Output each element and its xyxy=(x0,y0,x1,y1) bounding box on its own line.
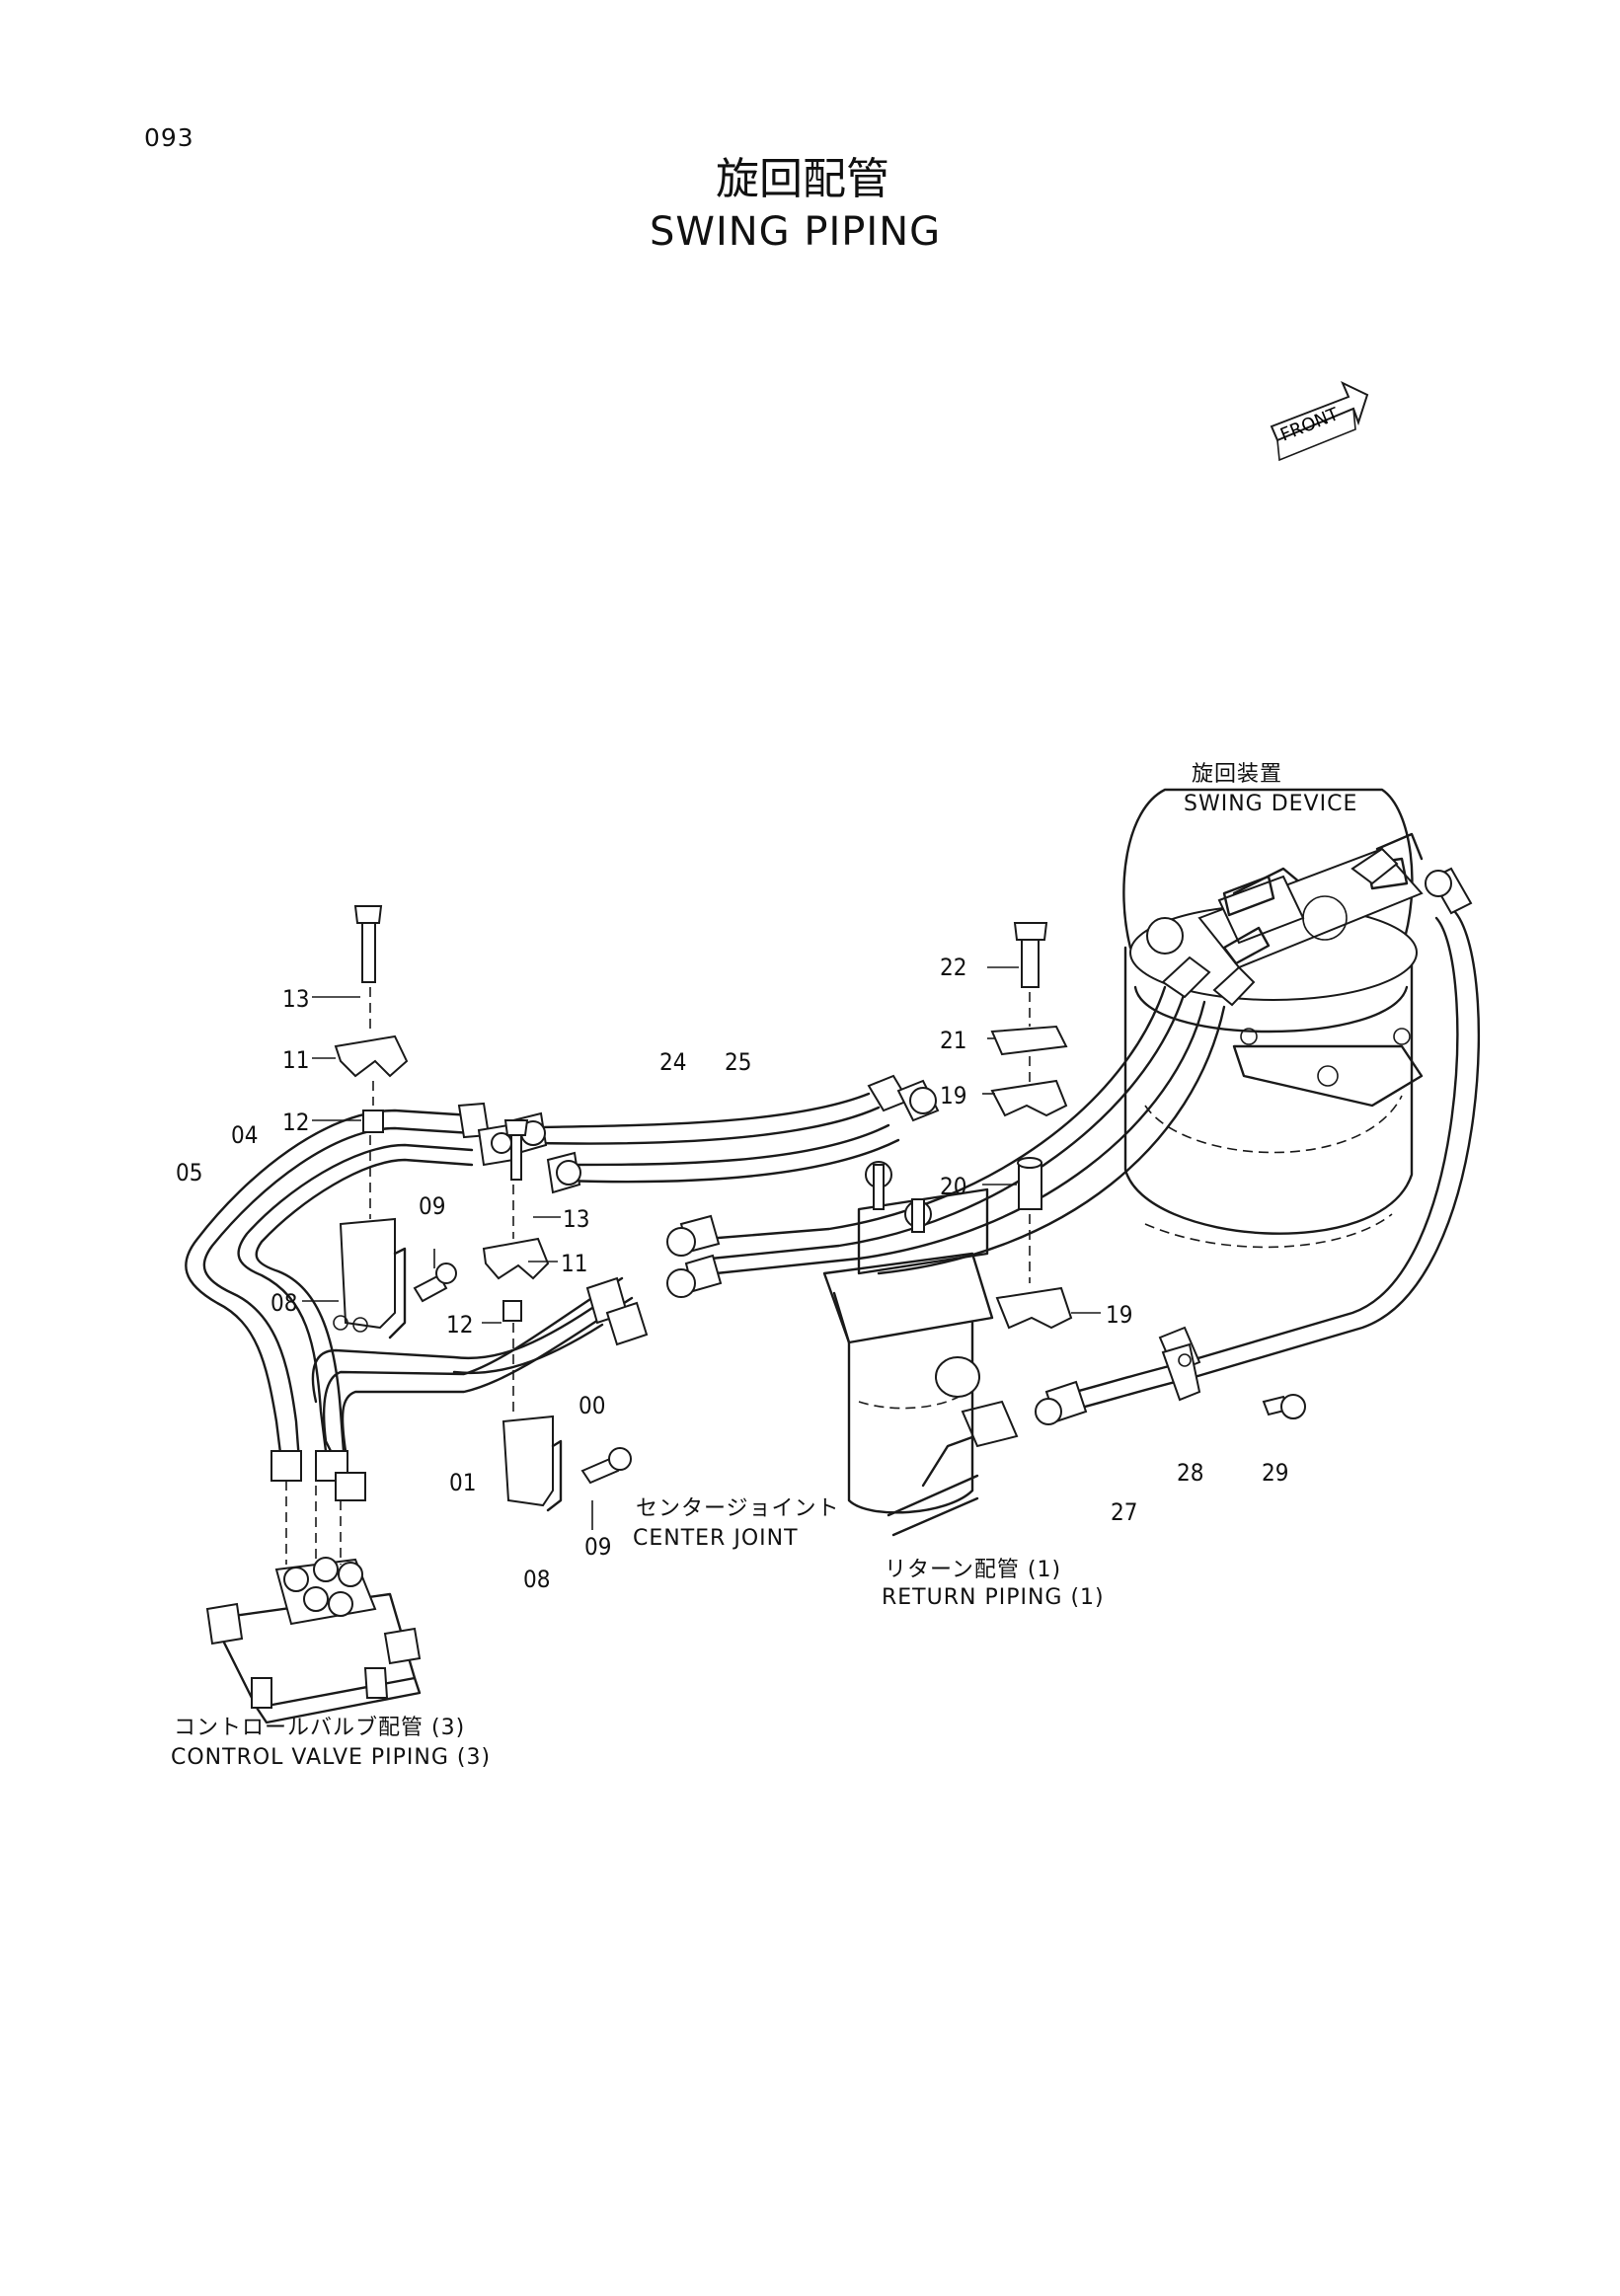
part-number-19a: 19 xyxy=(940,1082,967,1110)
part-number-00: 00 xyxy=(579,1392,606,1419)
part-number-24: 24 xyxy=(659,1048,687,1076)
center-joint-label-jp: センタージョイント xyxy=(636,1496,840,1521)
part-number-09b: 09 xyxy=(584,1533,612,1561)
part-number-05: 05 xyxy=(176,1159,203,1186)
clamp-group-left xyxy=(333,905,632,1512)
return-piping-label-jp: リターン配管 (1) xyxy=(885,1558,1062,1582)
part-number-08a: 08 xyxy=(270,1289,298,1317)
part-number-11b: 11 xyxy=(561,1250,588,1277)
part-number-25: 25 xyxy=(725,1048,752,1076)
part-number-28: 28 xyxy=(1177,1459,1204,1487)
left-pipes xyxy=(185,1102,649,1501)
part-number-27: 27 xyxy=(1111,1498,1138,1526)
part-number-21: 21 xyxy=(940,1027,967,1054)
part-number-13b: 13 xyxy=(563,1205,590,1233)
part-number-20: 20 xyxy=(940,1173,967,1200)
part-number-09a: 09 xyxy=(419,1192,446,1220)
page-title-english: SWING PIPING xyxy=(650,209,942,255)
page-number: 093 xyxy=(144,123,194,152)
page-title-japanese: 旋回配管 xyxy=(716,154,889,204)
swing-hoses xyxy=(666,956,1256,1298)
part-number-12b: 12 xyxy=(446,1311,474,1339)
part-number-29: 29 xyxy=(1262,1459,1289,1487)
return-piping-label-en: RETURN PIPING (1) xyxy=(882,1585,1105,1610)
part-number-11a: 11 xyxy=(282,1046,310,1074)
swing-device-label-jp: 旋回装置 xyxy=(1192,762,1283,787)
center-joint-label-en: CENTER JOINT xyxy=(633,1526,799,1551)
part-number-19b: 19 xyxy=(1106,1301,1133,1329)
swing-device-label-en: SWING DEVICE xyxy=(1184,792,1358,816)
part-number-04: 04 xyxy=(231,1121,259,1149)
front-label: FRONT xyxy=(1277,404,1343,446)
center-joint-drawing xyxy=(822,1161,994,1514)
control-valve-drawing xyxy=(205,1481,422,1724)
part-number-12a: 12 xyxy=(282,1109,310,1136)
part-number-01: 01 xyxy=(449,1469,477,1496)
leader-lines xyxy=(302,966,1101,1530)
part-number-22: 22 xyxy=(940,954,967,981)
return-clamp xyxy=(1161,1342,1306,1419)
control-valve-piping-label-en: CONTROL VALVE PIPING (3) xyxy=(171,1745,492,1770)
part-number-08b: 08 xyxy=(523,1566,551,1593)
clamp-group-right xyxy=(990,922,1073,1330)
control-valve-piping-label-jp: コントロールバルブ配管 (3) xyxy=(174,1716,466,1740)
swing-device-drawing xyxy=(1122,788,1424,1249)
front-arrow-icon: FRONT xyxy=(1270,380,1369,462)
part-number-13a: 13 xyxy=(282,985,310,1013)
return-hose xyxy=(887,867,1480,1537)
